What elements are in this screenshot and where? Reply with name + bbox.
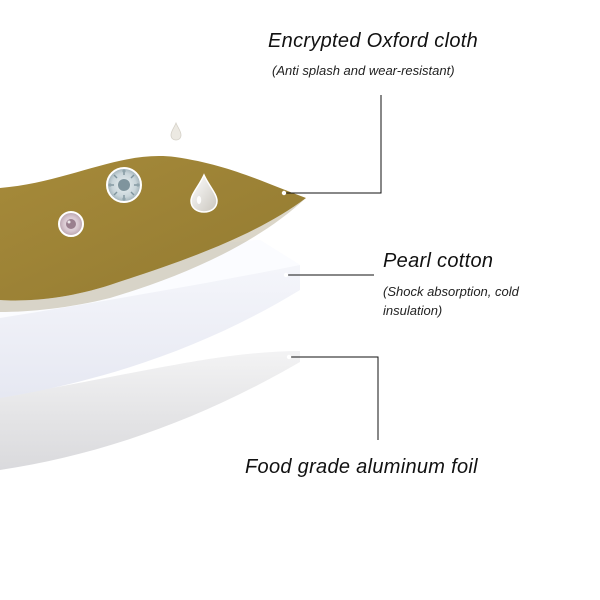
oxford-cloth-layer	[0, 156, 306, 301]
dust-particle-icon	[58, 211, 84, 237]
pearl-leader-dot	[283, 272, 289, 278]
oxford-cloth-description: (Anti splash and wear-resistant)	[272, 63, 455, 78]
small-droplet-icon	[170, 121, 182, 141]
water-drop-icon	[190, 173, 218, 213]
foil-leader-line	[289, 356, 379, 440]
oxford-leader-dot	[281, 190, 287, 196]
oxford-cloth-title: Encrypted Oxford cloth	[268, 30, 479, 52]
pearl-cotton-top-face	[0, 240, 300, 318]
aluminum-foil-title: Food grade aluminum foil	[245, 456, 478, 478]
aluminum-foil-layer	[0, 350, 300, 470]
oxford-cloth-shadow	[0, 198, 306, 312]
virus-particle-icon	[106, 167, 142, 203]
oxford-leader-line	[284, 95, 382, 194]
pearl-cotton-title: Pearl cotton	[383, 250, 494, 272]
foil-leader-dot	[286, 354, 292, 360]
pearl-cotton-layer	[0, 240, 300, 398]
pearl-cotton-description: (Shock absorption, cold insulation)	[383, 284, 519, 318]
